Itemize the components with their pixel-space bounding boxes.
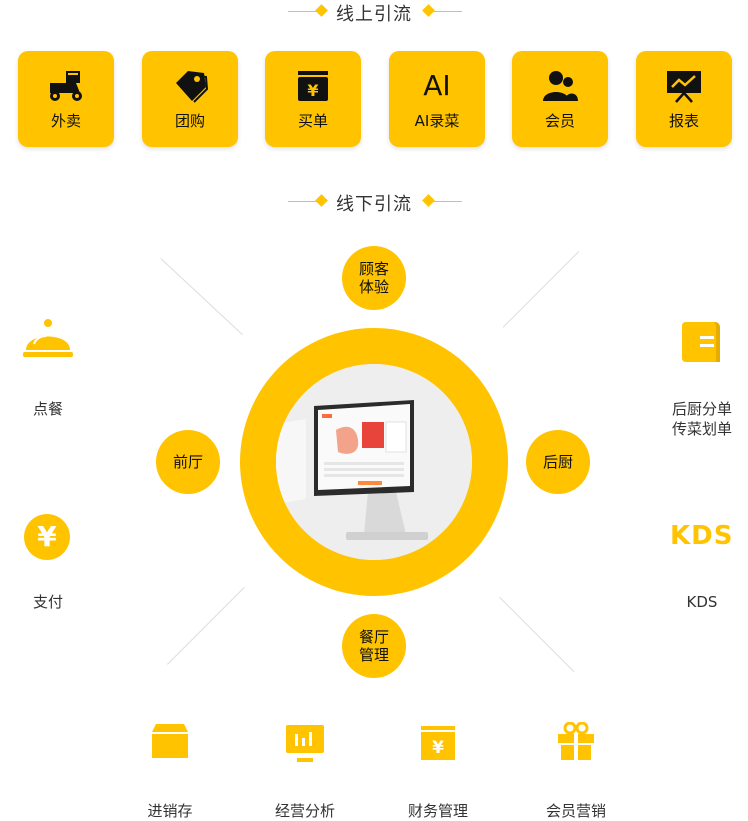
offline-section-title: 线下引流: [336, 194, 412, 215]
online-tile-label: 会员: [544, 112, 575, 130]
inventory-box-icon: [152, 724, 188, 758]
analytics-screen-icon: [286, 725, 324, 762]
online-tile-label: 买单: [297, 112, 328, 130]
svg-text:¥: ¥: [432, 738, 444, 758]
ai-text-icon: AI: [423, 69, 451, 102]
online-tile-label: AI录菜: [414, 112, 460, 130]
offline-section-header: 线下引流: [0, 190, 748, 215]
hub-customer-experience[interactable]: 顾客 体验: [342, 246, 406, 310]
members-icon: [543, 71, 578, 101]
tag-icon: [176, 71, 209, 103]
connector-line: [502, 251, 579, 328]
right-item-label: 后厨分单 传菜划单: [671, 400, 732, 438]
online-tile-reports[interactable]: 报表: [636, 51, 732, 147]
yuan-bill-icon: ¥: [298, 71, 328, 101]
bottom-item-label: 会员营销: [545, 802, 606, 820]
finance-box-icon: ¥: [421, 726, 455, 760]
online-section-title: 线上引流: [336, 4, 412, 25]
hub-front-hall[interactable]: 前厅: [156, 430, 220, 494]
right-item-label: KDS: [686, 593, 718, 611]
bottom-item-label: 经营分析: [274, 802, 335, 820]
online-tile-groupbuy[interactable]: 团购: [142, 51, 238, 147]
kds-logo-icon: KDS: [670, 521, 734, 551]
bottom-item-label: 财务管理: [407, 802, 468, 820]
delivery-scooter-icon: [50, 71, 82, 101]
hub-kitchen[interactable]: 后厨: [526, 430, 590, 494]
connector-line: [167, 586, 245, 665]
gift-icon: [558, 722, 594, 760]
pos-device-image: [276, 364, 472, 560]
online-tile-label: 团购: [174, 112, 205, 130]
hub-restaurant-management[interactable]: 餐厅 管理: [342, 614, 406, 678]
connector-line: [499, 597, 575, 672]
header-line-right: [432, 11, 462, 12]
header-line-left: [288, 11, 318, 12]
header-line-left: [288, 201, 318, 202]
svg-text:¥: ¥: [307, 81, 318, 100]
kitchen-ticket-icon: [682, 322, 720, 362]
left-item-label: 点餐: [32, 400, 63, 418]
dining-cloche-icon: [23, 319, 73, 357]
pos-terminal-icon: [276, 364, 472, 560]
report-chart-icon: [667, 71, 701, 103]
online-section-header: 线上引流: [0, 0, 748, 25]
bottom-item-label: 进销存: [147, 802, 193, 820]
online-tile-checkout[interactable]: ¥ 买单: [265, 51, 361, 147]
online-tile-label: 报表: [668, 112, 699, 130]
online-tile-delivery[interactable]: 外卖: [18, 51, 114, 147]
connector-line: [160, 258, 243, 336]
online-tile-label: 外卖: [50, 112, 81, 130]
yuan-coin-icon: ¥: [24, 514, 70, 560]
header-line-right: [432, 201, 462, 202]
online-tile-members[interactable]: 会员: [512, 51, 608, 147]
left-item-label: 支付: [32, 593, 63, 611]
online-tile-ai-dish[interactable]: AI AI录菜: [389, 51, 485, 147]
